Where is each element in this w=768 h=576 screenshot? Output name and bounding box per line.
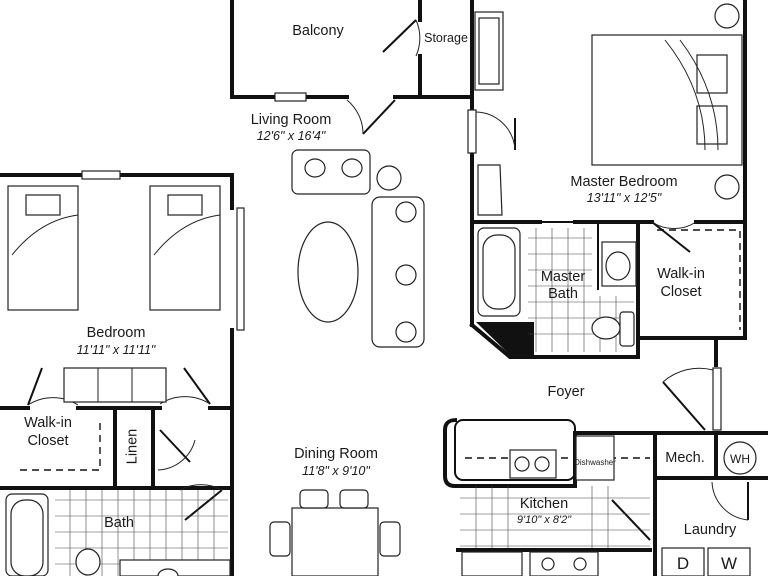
bath-fixtures <box>5 490 231 576</box>
room-label-dining-room: Dining Room <box>294 446 378 462</box>
room-label-master-bath-line2: Bath <box>548 286 578 302</box>
windows <box>81 92 722 431</box>
room-label-closet-line2: Closet <box>27 433 69 449</box>
kitchen-fixtures <box>456 435 757 576</box>
living-room-furniture <box>291 149 425 348</box>
dishwasher-label: Dishwasher <box>574 458 616 467</box>
room-dim-bedroom: 11'11" x 11'11" <box>76 343 156 357</box>
dining-furniture <box>269 489 401 576</box>
room-dim-living-room: 12'6" x 16'4" <box>256 129 326 143</box>
master-bedroom-furniture <box>474 3 743 216</box>
room-label-laundry: Laundry <box>683 522 737 538</box>
room-dim-dining-room: 11'8" x 9'10" <box>302 464 370 478</box>
room-label-balcony: Balcony <box>292 23 344 39</box>
room-label-master-bath-line1: Master <box>540 269 586 285</box>
room-label-storage: Storage <box>424 31 468 45</box>
master-bath-fixtures <box>476 227 637 355</box>
room-label-bedroom: Bedroom <box>86 325 146 341</box>
bedroom-furniture <box>7 185 221 403</box>
closet-rods <box>20 229 741 479</box>
room-label-master-closet-line1: Walk-in <box>657 266 705 282</box>
room-label-linen: Linen <box>124 428 141 465</box>
room-label-master-closet-line2: Closet <box>660 284 702 300</box>
dryer-label: D <box>676 554 690 573</box>
room-dim-master-bedroom: 13'11" x 12'5" <box>586 191 662 205</box>
doors <box>27 19 749 541</box>
room-label-kitchen: Kitchen <box>519 496 569 512</box>
water-heater-label: WH <box>730 452 750 466</box>
room-label-master-bedroom: Master Bedroom <box>570 174 678 190</box>
room-dim-kitchen: 9'10" x 8'2" <box>516 514 572 526</box>
room-label-bath: Bath <box>104 515 134 531</box>
room-label-mech: Mech. <box>665 450 705 466</box>
room-label-living-room: Living Room <box>250 112 332 128</box>
washer-label: W <box>720 554 738 573</box>
room-label-foyer: Foyer <box>547 384 585 400</box>
room-label-closet-line1: Walk-in <box>24 415 72 431</box>
